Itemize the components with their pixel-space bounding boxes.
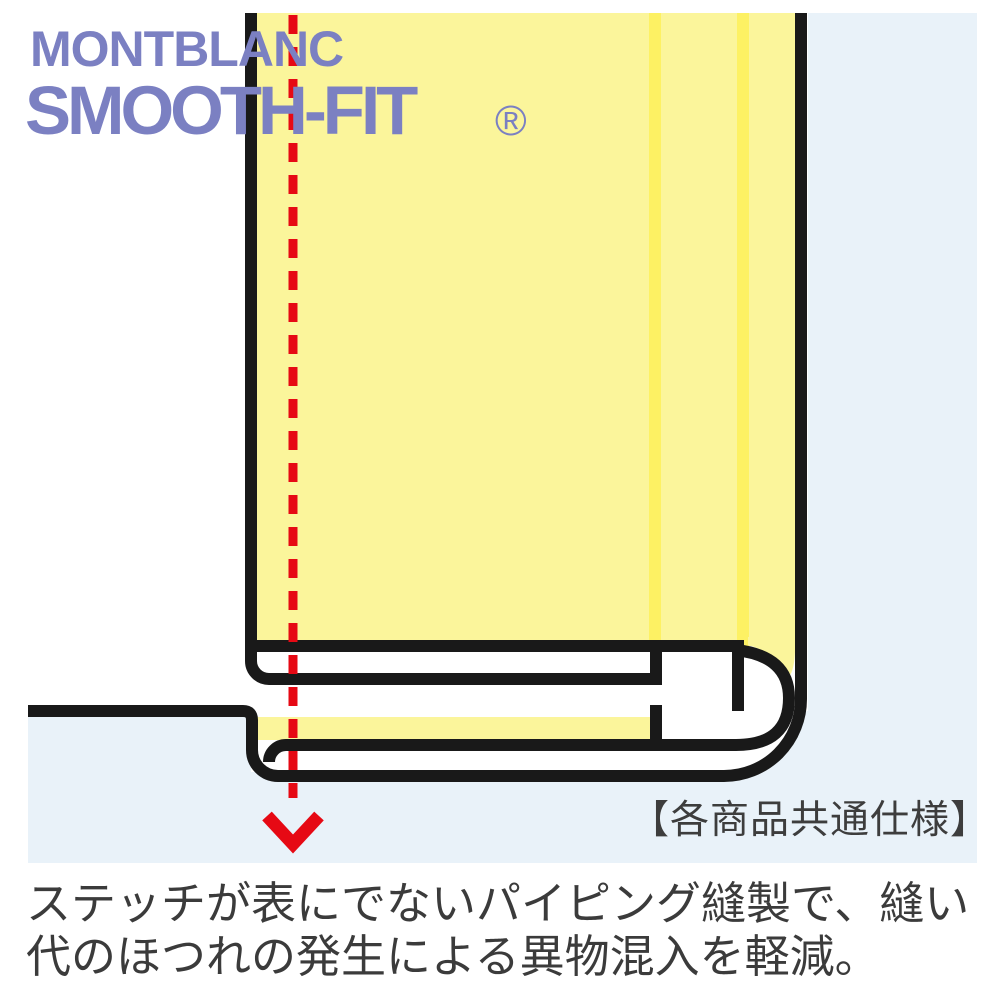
brand-logo-montblanc: MONTBLANC	[30, 21, 344, 77]
fabric-panel	[245, 13, 807, 646]
caption-text: ステッチが表にでないパイピング縫製で、縫い 代のほつれの発生による異物混入を軽減…	[26, 877, 996, 983]
fabric-outlines	[28, 13, 807, 782]
fold-interior	[251, 650, 795, 772]
caption-line-2: 代のほつれの発生による異物混入を軽減。	[26, 931, 880, 982]
product-logo-smooth-fit: SMOOTH-FIT	[25, 72, 418, 149]
spec-label: 【各商品共通仕様】	[630, 799, 991, 842]
stitch-line-arrow	[262, 15, 324, 854]
registered-trademark-icon: ®	[495, 97, 527, 145]
caption-line-1: ステッチが表にでないパイピング縫製で、縫い	[26, 878, 970, 929]
seam-allowance-strip	[254, 717, 652, 740]
